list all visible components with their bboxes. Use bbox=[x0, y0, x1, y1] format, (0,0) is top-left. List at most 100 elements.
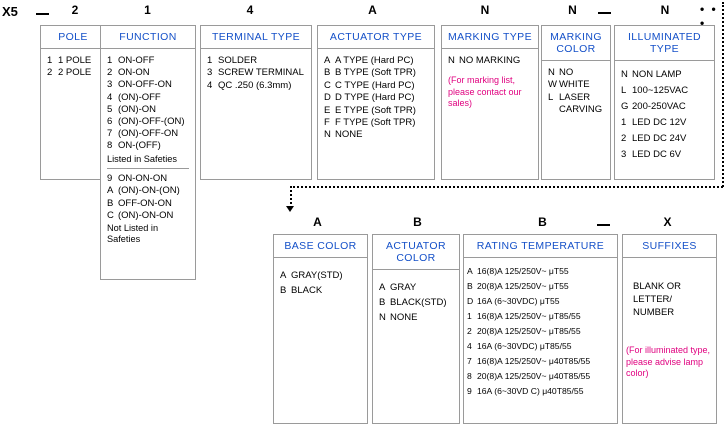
item-value: NON LAMP bbox=[632, 69, 682, 80]
box-pole-header: POLE bbox=[41, 26, 105, 49]
item-value: LED DC 12V bbox=[632, 117, 687, 128]
item-value: WHITE bbox=[559, 79, 590, 91]
list-item: 6(ON)-OFF-(ON) bbox=[107, 116, 191, 128]
item-key: B bbox=[379, 297, 386, 308]
code-function: 1 bbox=[144, 3, 151, 17]
flow-connector-vertical bbox=[722, 2, 724, 187]
item-key: 2 bbox=[621, 133, 627, 144]
code-rating-temperature: B bbox=[538, 215, 547, 229]
item-key: A bbox=[107, 185, 114, 197]
item-value: A TYPE (Hard PC) bbox=[335, 55, 414, 66]
item-value-continuation: CARVING bbox=[559, 104, 603, 116]
item-key: A bbox=[467, 266, 473, 276]
item-value: LED DC 6V bbox=[632, 149, 682, 160]
item-key: L bbox=[548, 91, 554, 103]
function-listed-note: Listed in Safeties bbox=[107, 153, 177, 164]
suffix-line: BLANK OR bbox=[633, 281, 682, 292]
item-value: NO bbox=[559, 67, 574, 78]
item-key: 6 bbox=[107, 116, 113, 128]
item-value: E TYPE (Soft TPR) bbox=[335, 104, 416, 116]
code-illuminated-type: N bbox=[660, 3, 670, 17]
item-key: A bbox=[379, 282, 386, 293]
item-key: N bbox=[324, 129, 331, 141]
code-base-color: A bbox=[313, 215, 322, 229]
list-item: N NO MARKING bbox=[448, 55, 534, 67]
list-item: A GRAY bbox=[379, 280, 455, 295]
item-value: 16A (6~30VDC) μT55 bbox=[477, 296, 560, 306]
item-value: 16(8)A 125/250V~ μT55 bbox=[477, 266, 569, 276]
item-key: 1 bbox=[47, 55, 53, 66]
list-item: A 16(8)A 125/250V~ μT55 bbox=[467, 264, 613, 279]
item-key: 3 bbox=[107, 79, 113, 91]
item-key: A bbox=[280, 270, 287, 281]
box-suffixes-body: BLANK OR LETTER/ NUMBER (For illuminated… bbox=[623, 258, 716, 384]
item-value: (ON)-ON-(ON) bbox=[118, 185, 180, 197]
item-key: 8 bbox=[467, 371, 472, 381]
item-value: 200-250VAC bbox=[632, 101, 686, 112]
item-value: NO MARKING bbox=[459, 55, 521, 66]
box-function-header: FUNCTION bbox=[101, 26, 195, 49]
item-key: 1 bbox=[107, 55, 113, 66]
item-value: 20(8)A 125/250V~ μT55 bbox=[477, 281, 569, 291]
item-key: 3 bbox=[207, 67, 213, 79]
item-key: N bbox=[448, 55, 455, 66]
item-key: 5 bbox=[107, 103, 113, 115]
item-value: OFF-ON-ON bbox=[118, 197, 172, 209]
box-base-color-header: BASE COLOR bbox=[274, 235, 367, 258]
code-marking-color: N bbox=[568, 3, 577, 17]
item-key: 4 bbox=[107, 91, 113, 103]
box-terminal-type-header: TERMINAL TYPE bbox=[201, 26, 311, 49]
item-value: 16A (6~30VDC) μT85/55 bbox=[477, 341, 572, 351]
item-key: 2 bbox=[467, 326, 472, 336]
item-value: BLACK bbox=[291, 285, 323, 296]
item-key: A bbox=[324, 55, 331, 66]
list-item: A (ON)-ON-(ON) bbox=[107, 185, 191, 197]
item-key: B bbox=[107, 197, 114, 209]
item-value: C TYPE (Hard PC) bbox=[335, 79, 415, 91]
item-key: 4 bbox=[467, 341, 472, 351]
list-item: 4(ON)-OFF bbox=[107, 92, 191, 104]
code-actuator-type: A bbox=[368, 3, 377, 17]
item-value: (ON)-ON-ON bbox=[118, 209, 174, 221]
item-value: 1 POLE bbox=[58, 55, 92, 66]
item-key: 1 bbox=[467, 311, 472, 321]
flow-connector-drop bbox=[290, 186, 292, 208]
box-suffixes-header: SUFFIXES bbox=[623, 235, 716, 258]
item-key: 7 bbox=[467, 356, 472, 366]
continuation-ellipsis: • • • bbox=[700, 2, 718, 30]
list-item: 5(ON)-ON bbox=[107, 104, 191, 116]
function-divider bbox=[107, 168, 189, 170]
suffix-line: NUMBER bbox=[633, 307, 675, 318]
item-value: GRAY bbox=[390, 282, 417, 293]
list-item: 4 16A (6~30VDC) μT85/55 bbox=[467, 339, 613, 354]
suffixes-note: (For illuminated type, please advise lam… bbox=[626, 345, 711, 378]
item-key: 1 bbox=[621, 117, 627, 128]
item-key: B bbox=[467, 281, 473, 291]
item-value: QC .250 (6.3mm) bbox=[218, 79, 292, 91]
item-value: 16A (6~30VD C) μ40T85/55 bbox=[477, 386, 584, 396]
suffix-line: LETTER/ bbox=[633, 294, 673, 305]
